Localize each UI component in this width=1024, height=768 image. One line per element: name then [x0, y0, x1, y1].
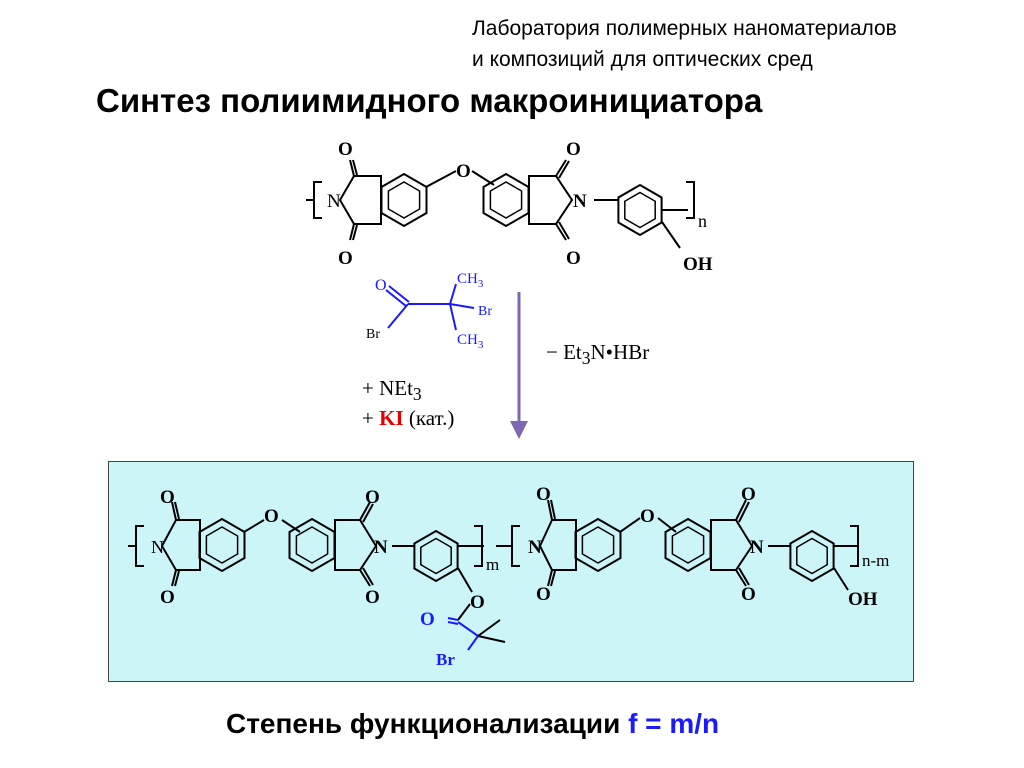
- atom-oh: OH: [683, 254, 713, 275]
- atom-o: O: [160, 587, 175, 608]
- atom-o: O: [536, 484, 551, 505]
- atom-n: N: [327, 191, 341, 212]
- atom-n: N: [750, 537, 764, 558]
- atom-o: O: [566, 248, 581, 269]
- ki-prefix: +: [362, 406, 380, 430]
- repeat-index-n: n: [698, 211, 707, 231]
- reagent-net3: + NEt3: [362, 376, 422, 405]
- atom-o-carbonyl: O: [420, 609, 435, 630]
- atom-o: O: [365, 487, 380, 508]
- atom-o: O: [536, 584, 551, 605]
- net3-text: + NEt: [362, 376, 413, 400]
- footer-formula: f = m/n: [628, 708, 720, 739]
- atom-n: N: [573, 191, 587, 212]
- atom-oh: OH: [848, 589, 878, 610]
- footer-functionalization: Степень функционализации f = m/n: [226, 708, 719, 740]
- product-box: [108, 461, 914, 682]
- reagent-bromoisobutyryl-bromide: O CH3 Br CH3 Br: [366, 271, 492, 351]
- subscript-3: 3: [581, 348, 591, 369]
- subscript-3: 3: [478, 278, 484, 290]
- atom-o: O: [338, 248, 353, 269]
- lab-name-line-2: и композиций для оптических сред: [472, 48, 813, 71]
- footer-text: Степень функционализации: [226, 708, 629, 739]
- byproduct-suffix: N•HBr: [590, 340, 650, 364]
- reagent-br-left: Br: [366, 327, 380, 342]
- atom-o-ether: O: [640, 506, 655, 527]
- atom-o-ether: O: [264, 506, 279, 527]
- atom-o: O: [338, 139, 353, 160]
- reagent-ch3-top: CH: [457, 271, 478, 287]
- subscript-3: 3: [412, 384, 422, 405]
- product-br: Br: [436, 650, 455, 669]
- slide-title: Синтез полиимидного макроинициатора: [96, 82, 763, 119]
- reactant-polymer: O O N O O O N OH n: [306, 139, 713, 275]
- atom-n: N: [151, 537, 164, 557]
- subscript-3: 3: [478, 339, 484, 351]
- atom-o: O: [160, 487, 175, 508]
- reagent-o: O: [375, 277, 387, 294]
- atom-o: O: [365, 587, 380, 608]
- repeat-index-m: m: [486, 555, 499, 574]
- ki-suffix: (кат.): [403, 406, 455, 430]
- svg-text:CH3: CH3: [457, 271, 484, 290]
- product-copolymer: O O N O O O N m O O Br O O N O O O N OH …: [128, 484, 889, 669]
- reagent-ch3-bottom: CH: [457, 332, 478, 348]
- reagent-br-right: Br: [478, 304, 492, 319]
- svg-text:CH3: CH3: [457, 332, 484, 351]
- lab-name-line-1: Лаборатория полимерных наноматериалов: [472, 17, 897, 40]
- reagent-ki: + KI (кат.): [362, 406, 454, 431]
- byproduct-label: − Et3N•HBr: [546, 340, 649, 369]
- byproduct-prefix: − Et: [546, 340, 582, 364]
- atom-n: N: [374, 537, 388, 558]
- ki-label: KI: [379, 406, 404, 430]
- atom-o: O: [741, 584, 756, 605]
- atom-o: O: [741, 484, 756, 505]
- atom-o-ester: O: [470, 592, 485, 613]
- atom-o-ether: O: [456, 161, 471, 182]
- atom-n: N: [528, 537, 542, 558]
- repeat-index-n-m: n-m: [862, 551, 889, 570]
- atom-o: O: [566, 139, 581, 160]
